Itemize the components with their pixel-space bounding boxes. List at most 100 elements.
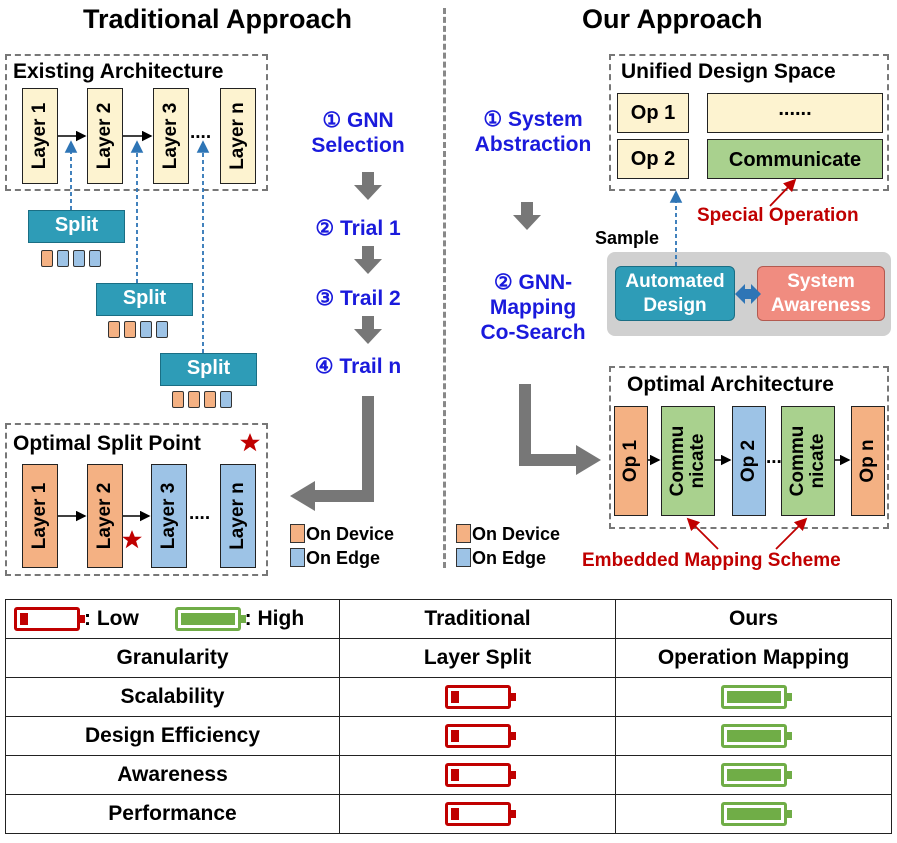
split-connectors — [64, 140, 210, 353]
left-legend-device: On Device — [290, 524, 394, 545]
automated-design-block: Automated Design — [615, 266, 735, 321]
ours-value — [615, 716, 892, 756]
layer-n-bottom: Layer n — [220, 464, 256, 568]
unified-design-space-box — [609, 54, 889, 191]
edge-swatch — [290, 548, 305, 567]
traditional-value — [339, 716, 616, 756]
split-square — [172, 391, 184, 408]
layer-1-top: Layer 1 — [22, 88, 58, 184]
opt-communicate-2: Commu nicate — [781, 406, 835, 516]
communicate-note: Communicate — [707, 139, 883, 179]
left-step-3: ③ Trail 2 — [315, 287, 401, 310]
separator — [443, 8, 446, 568]
sample-label: Sample — [595, 228, 660, 248]
device-swatch — [456, 524, 471, 543]
op1-note: Op 1 — [617, 93, 689, 133]
split-square — [140, 321, 152, 338]
opt-communicate-1: Commu nicate — [661, 406, 715, 516]
split-square — [204, 391, 216, 408]
ours-value: Operation Mapping — [615, 638, 892, 678]
edge-swatch — [456, 548, 471, 567]
traditional-heading: Traditional Approach — [83, 4, 353, 34]
split-square — [108, 321, 120, 338]
split-square — [220, 391, 232, 408]
high-battery-icon — [720, 763, 792, 788]
low-battery-icon — [444, 724, 516, 749]
left-legend-edge: On Edge — [290, 548, 380, 569]
ours-value — [615, 755, 892, 795]
right-step-1: ① System Abstraction — [474, 108, 592, 157]
table-header-row: : Low : High Traditional Ours — [5, 599, 892, 639]
optimal-architecture-title: Optimal Architecture — [627, 373, 834, 396]
low-battery-icon — [444, 802, 516, 827]
system-awareness-block: System Awareness — [757, 266, 885, 321]
connector-overlay — [58, 130, 851, 550]
left-step-2: ② Trial 1 — [315, 217, 401, 240]
right-legend-device: On Device — [456, 524, 560, 545]
right-step-2: ② GNN- Mapping Co-Search — [480, 271, 586, 345]
split-square — [57, 250, 69, 267]
table-row: Scalability — [5, 677, 892, 717]
table-row: Design Efficiency — [5, 716, 892, 756]
high-battery-icon — [720, 802, 792, 827]
row-label: Granularity — [5, 638, 340, 678]
table-row: Granularity Layer Split Operation Mappin… — [5, 638, 892, 678]
special-operation-arrow — [769, 178, 797, 207]
row-label: Awareness — [5, 755, 340, 795]
layer-1-bottom: Layer 1 — [22, 464, 58, 568]
table-row: Awareness — [5, 755, 892, 795]
device-swatch — [290, 524, 305, 543]
ours-value — [615, 794, 892, 834]
traditional-value — [339, 794, 616, 834]
comparison-table: : Low : High Traditional Ours Granularit… — [5, 599, 892, 834]
traditional-value — [339, 755, 616, 795]
high-battery-icon — [720, 724, 792, 749]
low-battery-icon — [14, 607, 85, 632]
split-square — [124, 321, 136, 338]
table-row: Performance — [5, 794, 892, 834]
star-icon — [122, 433, 260, 549]
layer-n-top: Layer n — [220, 88, 256, 184]
split-square — [156, 321, 168, 338]
left-step-1: ① GNN Selection — [311, 109, 405, 158]
traditional-value: Layer Split — [339, 638, 616, 678]
our-heading: Our Approach — [582, 4, 763, 34]
row-label: Scalability — [5, 677, 340, 717]
layer-3-top: Layer 3 — [153, 88, 189, 184]
existing-architecture-title: Existing Architecture — [13, 60, 224, 83]
split-square — [89, 250, 101, 267]
layer-3-bottom: Layer 3 — [151, 464, 187, 568]
optimal-architecture-box — [609, 366, 889, 529]
ellipsis-note: ...... — [707, 93, 883, 133]
row-label: Design Efficiency — [5, 716, 340, 756]
row-label: Performance — [5, 794, 340, 834]
col-traditional: Traditional — [339, 599, 616, 639]
optimal-split-box — [5, 423, 268, 576]
split-square — [41, 250, 53, 267]
embedded-mapping-label: Embedded Mapping Scheme — [582, 550, 841, 571]
embedded-mapping-arrows — [686, 517, 808, 550]
high-battery-icon — [720, 685, 792, 710]
layer-2-bottom: Layer 2 — [87, 464, 123, 568]
col-ours: Ours — [615, 599, 892, 639]
bidirectional-arrow — [735, 284, 761, 304]
split-square — [188, 391, 200, 408]
layer-dots-bottom: .... — [189, 503, 211, 524]
high-battery-icon — [174, 607, 246, 632]
layer-2-top: Layer 2 — [87, 88, 123, 184]
traditional-value — [339, 677, 616, 717]
split-square — [73, 250, 85, 267]
low-battery-icon — [444, 763, 516, 788]
opt-op-1: Op 1 — [614, 406, 648, 516]
layer-dots-top: .... — [190, 122, 212, 143]
right-flow-arrows — [513, 202, 601, 475]
optimal-split-title: Optimal Split Point — [13, 432, 201, 455]
left-step-4: ④ Trail n — [314, 355, 402, 378]
right-legend-edge: On Edge — [456, 548, 546, 569]
special-operation-label: Special Operation — [697, 205, 859, 226]
low-battery-icon — [444, 685, 516, 710]
opt-op-2: Op 2 — [732, 406, 766, 516]
ours-value — [615, 677, 892, 717]
battery-legend-cell: : Low : High — [5, 599, 340, 639]
unified-design-space-title: Unified Design Space — [621, 60, 836, 83]
